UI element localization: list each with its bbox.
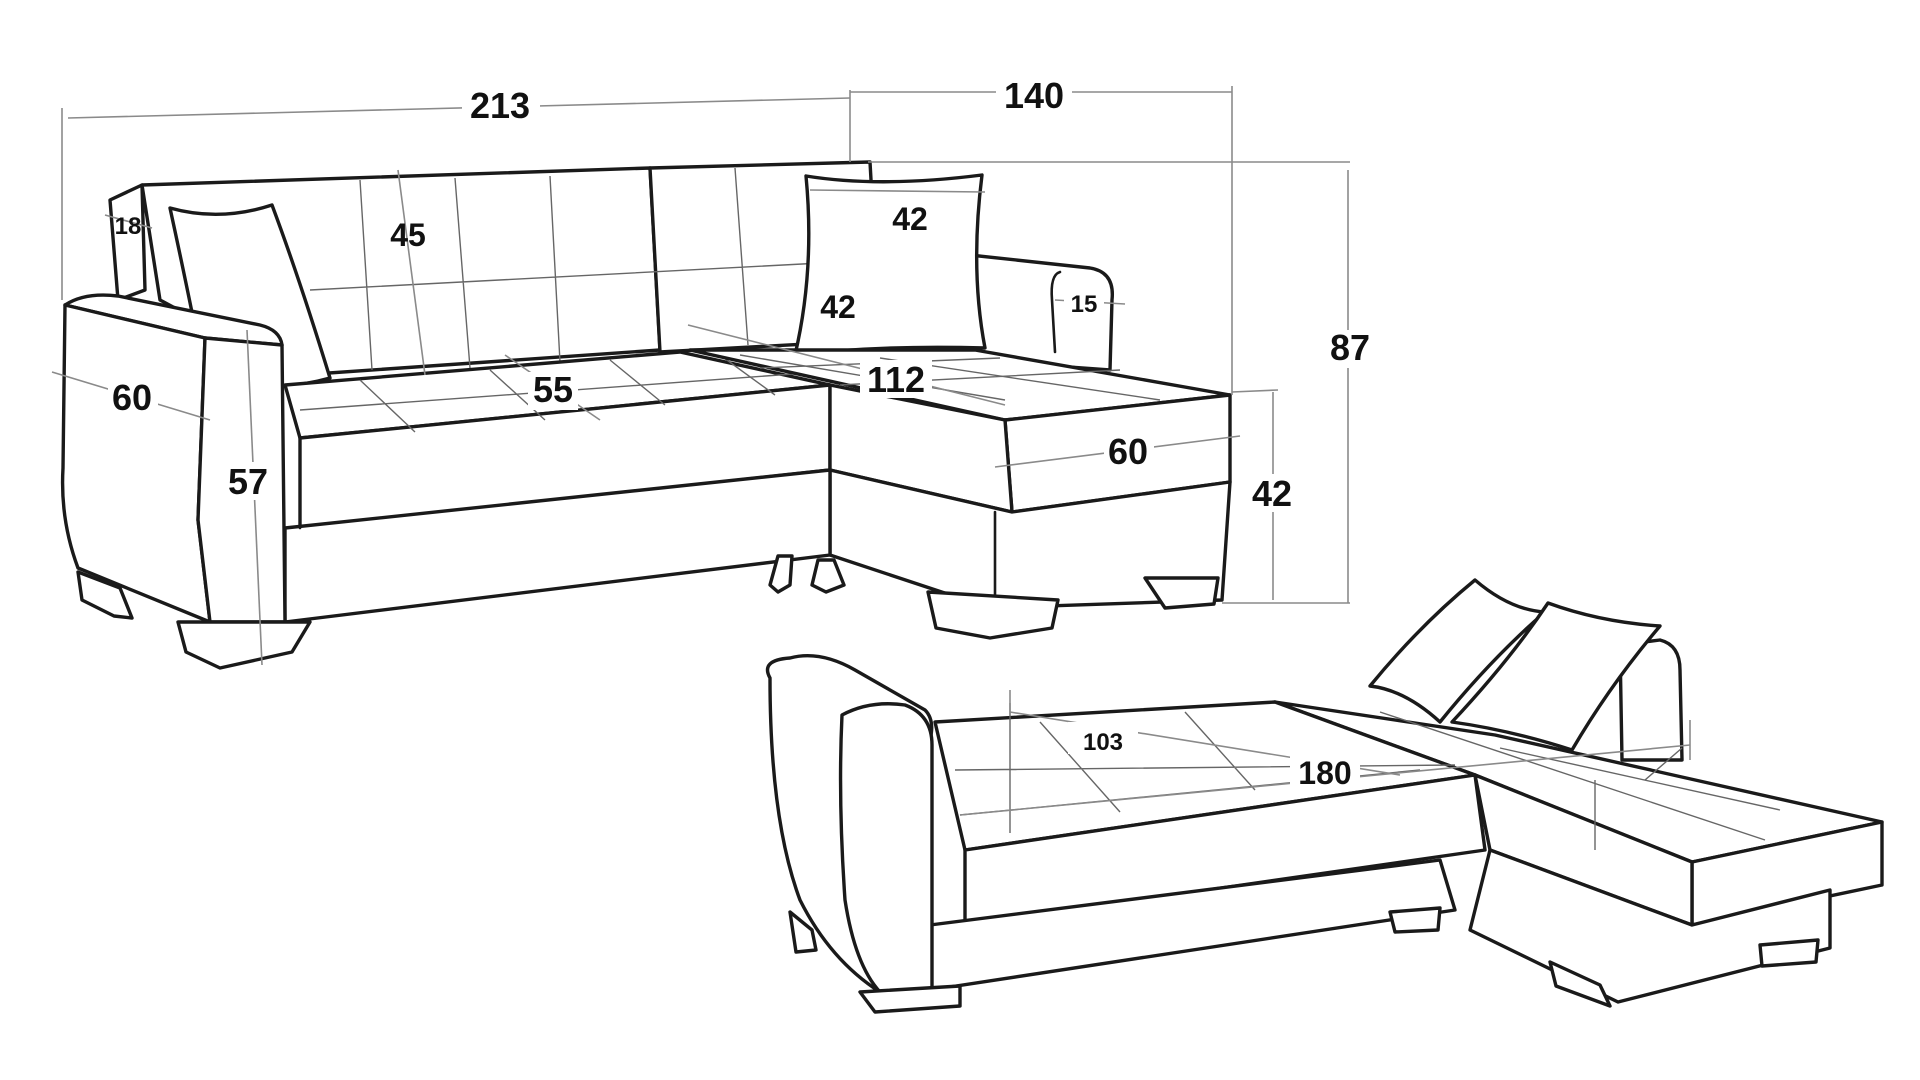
backrest-quilting (309, 167, 841, 371)
bed-main-quilting (954, 703, 1456, 833)
label-pillow-width: 42 (892, 201, 928, 237)
right-arm-front (1050, 270, 1062, 354)
foot-center-b (810, 558, 846, 594)
bed-dimension-labels: 103 180 (1068, 722, 1360, 791)
bed-foot-right (1758, 938, 1820, 968)
bed-foot-center (1388, 906, 1442, 934)
foot-left-front (176, 620, 312, 670)
sofa-left-back-panel (108, 183, 147, 302)
label-chaise-length: 112 (867, 359, 925, 400)
label-bed-width: 103 (1083, 729, 1123, 756)
bed-foot-chaise (1548, 960, 1612, 1008)
sofa-dimension-labels: 213 140 18 45 42 42 15 60 55 112 57 60 4… (108, 75, 1376, 514)
bed-chaise-base (1468, 848, 1832, 1004)
label-bed-length: 180 (1298, 755, 1351, 791)
label-back-panel: 18 (115, 213, 142, 240)
label-chaise-depth: 60 (1108, 431, 1148, 472)
main-seat-side (283, 383, 302, 530)
seat-quilting (299, 354, 821, 433)
label-pillow-height: 42 (820, 289, 856, 325)
right-pillow (793, 173, 987, 357)
sofa-dimension-lines (51, 86, 1350, 666)
foot-center-a (768, 554, 794, 594)
label-total-width: 213 (470, 85, 530, 126)
dim-line-back-height (397, 169, 426, 376)
label-chaise-width: 140 (1004, 75, 1064, 116)
sofa-right-arm (968, 253, 1115, 372)
dim-line-back-panel (104, 214, 153, 229)
label-back-height: 45 (390, 217, 426, 253)
foot-left-back (76, 570, 134, 620)
bed-pillow-right (1450, 601, 1662, 752)
dim-line-total-width (67, 97, 851, 119)
sofa-bed-view (765, 578, 1884, 1014)
sofa-assembled-view (60, 160, 1232, 670)
bed-foot-front (858, 984, 962, 1014)
bed-foot-left (788, 910, 818, 954)
foot-chaise-right (1143, 576, 1220, 610)
label-right-arm: 15 (1071, 291, 1098, 318)
label-total-height: 87 (1330, 327, 1370, 368)
label-arm-depth: 60 (112, 377, 152, 418)
bed-left-arm-inner (838, 702, 934, 994)
dim-line-pillow-width (809, 189, 986, 193)
foot-chaise-front (926, 590, 1060, 640)
bed-chaise-quilting (1379, 711, 1781, 850)
dim-seat-height-top (1231, 389, 1279, 393)
dim-line-chaise-length (687, 324, 1006, 406)
bed-right-back-panel (1618, 638, 1684, 762)
label-seat-height: 42 (1252, 473, 1292, 514)
label-seat-depth: 55 (533, 369, 573, 410)
left-arm-top (63, 293, 284, 347)
label-arm-height: 57 (228, 461, 268, 502)
bed-main-front (963, 773, 1487, 927)
